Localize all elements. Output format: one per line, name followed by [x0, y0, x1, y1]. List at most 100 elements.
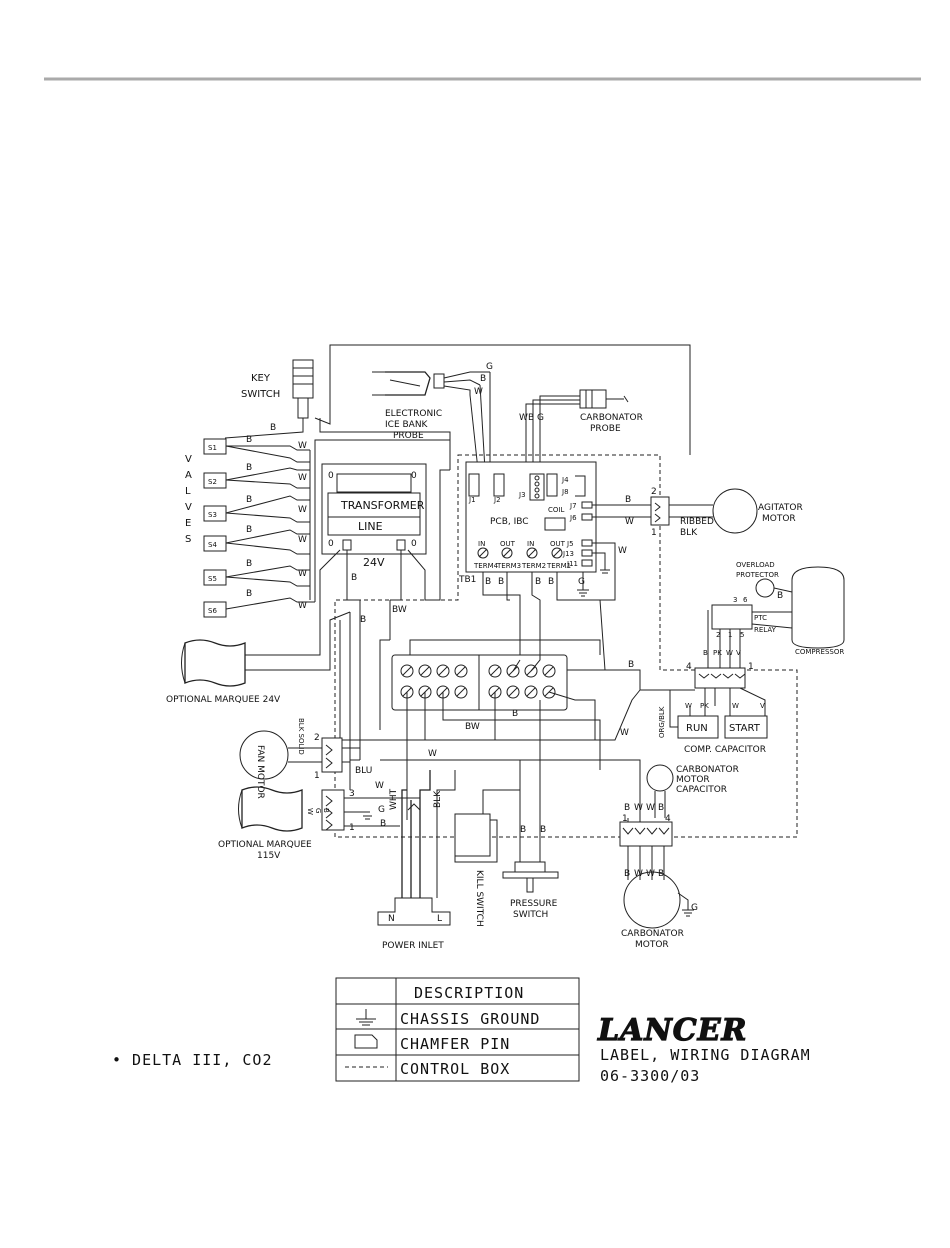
- label-title: LABEL, WIRING DIAGRAM: [600, 1046, 811, 1064]
- svg-text:BLK: BLK: [680, 528, 698, 538]
- svg-text:B: B: [322, 808, 330, 813]
- chamfer-pin-icon: [354, 1034, 378, 1049]
- svg-text:W: W: [625, 517, 634, 527]
- svg-text:RIBBED: RIBBED: [680, 517, 714, 527]
- svg-text:L: L: [437, 914, 442, 924]
- svg-text:B: B: [703, 649, 708, 657]
- svg-text:PROBE: PROBE: [393, 431, 424, 441]
- svg-text:0: 0: [411, 539, 417, 549]
- svg-text:B: B: [246, 559, 252, 569]
- svg-text:W: W: [375, 781, 384, 791]
- svg-text:1: 1: [349, 823, 355, 833]
- svg-text:3: 3: [349, 789, 355, 799]
- svg-text:PTC: PTC: [754, 614, 767, 622]
- svg-text:B: B: [246, 525, 252, 535]
- svg-text:0: 0: [328, 539, 334, 549]
- svg-text:W: W: [298, 569, 307, 579]
- svg-text:S5: S5: [208, 575, 217, 583]
- svg-text:0: 0: [411, 471, 417, 481]
- svg-text:OUT: OUT: [550, 540, 566, 548]
- optional-marquee-115v: OPTIONAL MARQUEE 115V W G B 3 1: [218, 786, 355, 861]
- carbonator-motor: CARBONATOR MOTOR: [621, 871, 684, 950]
- svg-text:S2: S2: [208, 478, 217, 486]
- svg-text:B: B: [246, 435, 252, 445]
- svg-text:IN: IN: [527, 540, 534, 548]
- valve-s5: S5: [203, 569, 227, 586]
- svg-text:W: W: [306, 808, 314, 815]
- svg-text:B: B: [498, 577, 504, 587]
- svg-text:B: B: [480, 374, 486, 384]
- svg-text:3: 3: [733, 596, 737, 604]
- svg-text:2: 2: [651, 487, 657, 497]
- svg-text:COIL: COIL: [548, 506, 564, 514]
- svg-text:OVERLOAD: OVERLOAD: [736, 561, 775, 569]
- svg-text:2: 2: [716, 631, 720, 639]
- svg-text:1: 1: [651, 528, 657, 538]
- svg-text:J4: J4: [561, 476, 569, 484]
- svg-text:OPTIONAL MARQUEE 24V: OPTIONAL MARQUEE 24V: [166, 695, 281, 705]
- svg-text:ORG/BLK: ORG/BLK: [658, 706, 666, 738]
- svg-text:J6: J6: [569, 514, 577, 522]
- svg-text:PCB, IBC: PCB, IBC: [490, 517, 529, 527]
- svg-text:N: N: [388, 914, 395, 924]
- svg-text:J13: J13: [562, 550, 574, 558]
- svg-text:TERM4: TERM4: [473, 562, 499, 570]
- svg-text:B: B: [380, 819, 386, 829]
- valve-s6: S6: [203, 601, 227, 618]
- compressor-connector: 4 1: [686, 662, 754, 689]
- svg-text:G: G: [378, 805, 385, 815]
- svg-text:J3: J3: [518, 491, 526, 499]
- svg-text:5: 5: [740, 631, 744, 639]
- main-terminal-strip: [391, 654, 568, 711]
- optional-marquee-24v: OPTIONAL MARQUEE 24V: [166, 639, 281, 705]
- svg-text:B: B: [246, 463, 252, 473]
- svg-text:B: B: [540, 825, 546, 835]
- svg-text:W: W: [634, 869, 643, 879]
- svg-text:PROTECTOR: PROTECTOR: [736, 571, 779, 579]
- svg-text:W: W: [298, 473, 307, 483]
- svg-text:TERM1: TERM1: [546, 562, 571, 570]
- svg-text:B: B: [270, 423, 276, 433]
- svg-text:W: W: [298, 601, 307, 611]
- svg-text:E: E: [185, 518, 191, 529]
- fan-motor: FAN MOTOR 2 1 BLK SOLID BLU: [239, 718, 372, 799]
- svg-text:1: 1: [314, 771, 320, 781]
- valve-s3: S3: [203, 505, 227, 522]
- svg-text:V: V: [185, 502, 192, 513]
- svg-text:AGITATOR: AGITATOR: [758, 503, 803, 513]
- svg-text:RELAY: RELAY: [754, 626, 777, 634]
- svg-text:MOTOR: MOTOR: [676, 775, 710, 785]
- lancer-logo: LANCER: [596, 1012, 747, 1048]
- ice-bank-probe: ELECTRONIC ICE BANK PROBE: [372, 371, 490, 441]
- svg-text:B: B: [520, 825, 526, 835]
- svg-text:B: B: [548, 577, 554, 587]
- carbonator-probe: CARBONATOR PROBE: [579, 389, 643, 434]
- svg-text:B: B: [624, 869, 630, 879]
- svg-text:MOTOR: MOTOR: [635, 940, 669, 950]
- svg-text:W: W: [685, 702, 692, 710]
- svg-text:W: W: [646, 803, 655, 813]
- svg-text:RUN: RUN: [686, 723, 708, 734]
- svg-text:115V: 115V: [257, 851, 281, 861]
- svg-text:TB1: TB1: [458, 575, 476, 585]
- svg-text:IN: IN: [478, 540, 485, 548]
- svg-text:1: 1: [748, 662, 754, 672]
- svg-text:TERM3: TERM3: [496, 562, 521, 570]
- valve-s4: S4: [203, 535, 227, 552]
- svg-text:24V: 24V: [363, 556, 385, 569]
- agitator-motor: 2 1 AGITATOR MOTOR RIBBED BLK: [650, 487, 803, 538]
- svg-text:G: G: [691, 903, 698, 913]
- svg-text:START: START: [729, 723, 761, 734]
- svg-text:MOTOR: MOTOR: [762, 514, 796, 524]
- svg-text:J8: J8: [561, 488, 569, 496]
- svg-text:BLK SOLID: BLK SOLID: [297, 718, 305, 755]
- legend-control-box: CONTROL BOX: [400, 1060, 510, 1078]
- svg-text:S4: S4: [208, 541, 217, 549]
- pressure-switch: PRESSURE SWITCH: [502, 861, 559, 920]
- tb1-terminal-block: IN OUT IN OUT TERM4 TERM3 TERM2 TERM1 TB…: [458, 540, 571, 585]
- svg-text:ELECTRONIC: ELECTRONIC: [385, 409, 442, 419]
- svg-text:CARBONATOR: CARBONATOR: [580, 413, 643, 423]
- svg-text:V: V: [760, 702, 765, 710]
- svg-text:SWITCH: SWITCH: [241, 389, 280, 400]
